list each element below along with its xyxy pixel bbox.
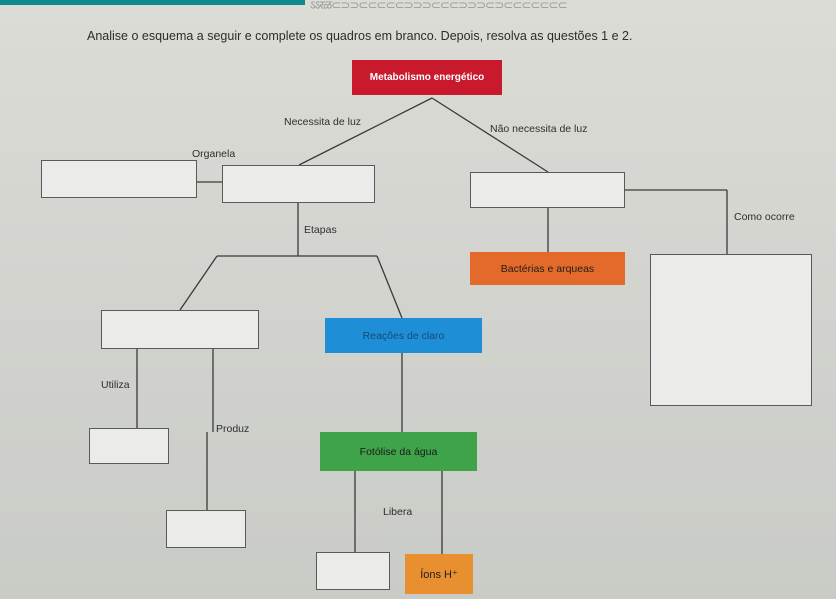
node-h-ions: Íons H⁺ <box>405 554 473 594</box>
blank-box-organelle[interactable] <box>41 160 197 198</box>
root-node-label: Metabolismo energético <box>369 72 485 83</box>
root-node-energy-metabolism: Metabolismo energético <box>352 60 502 95</box>
instruction-text: Analise o esquema a seguir e complete os… <box>87 29 633 43</box>
label-stages: Etapas <box>304 224 337 236</box>
node-light-reactions-label: Reações de claro <box>362 329 445 342</box>
blank-box-produces[interactable] <box>166 510 246 548</box>
node-h-ions-label: Íons H⁺ <box>420 568 458 581</box>
header-decoration: ऽऽरळ⊂⊃⊃⊂⊂⊂⊂⊂⊃⊃⊃⊂⊂⊂⊃⊃⊃⊂⊃⊂⊂⊂⊂⊂⊂⊂ <box>310 0 568 12</box>
blank-box-releases[interactable] <box>316 552 390 590</box>
label-needs-light: Necessita de luz <box>284 116 362 128</box>
node-bacteria: Bactérias e arqueas <box>470 252 625 285</box>
label-how-occurs: Como ocorre <box>734 211 795 223</box>
node-water-photolysis: Fotólise da água <box>320 432 477 471</box>
blank-box-how-occurs[interactable] <box>650 254 812 406</box>
header-accent-bar <box>0 0 305 5</box>
node-light-reactions: Reações de claro <box>325 318 482 353</box>
blank-box-stage[interactable] <box>101 310 259 349</box>
label-releases: Libera <box>383 506 413 518</box>
blank-box-photosynthesis[interactable] <box>222 165 375 203</box>
label-no-light: Não necessita de luz <box>490 123 588 135</box>
blank-box-chemosynthesis[interactable] <box>470 172 625 208</box>
node-bacteria-label: Bactérias e arqueas <box>500 262 595 275</box>
label-produces: Produz <box>216 423 250 435</box>
label-organelle: Organela <box>192 148 236 160</box>
blank-box-uses[interactable] <box>89 428 169 464</box>
node-water-photolysis-label: Fotólise da água <box>359 445 438 458</box>
label-uses: Utiliza <box>101 379 130 391</box>
